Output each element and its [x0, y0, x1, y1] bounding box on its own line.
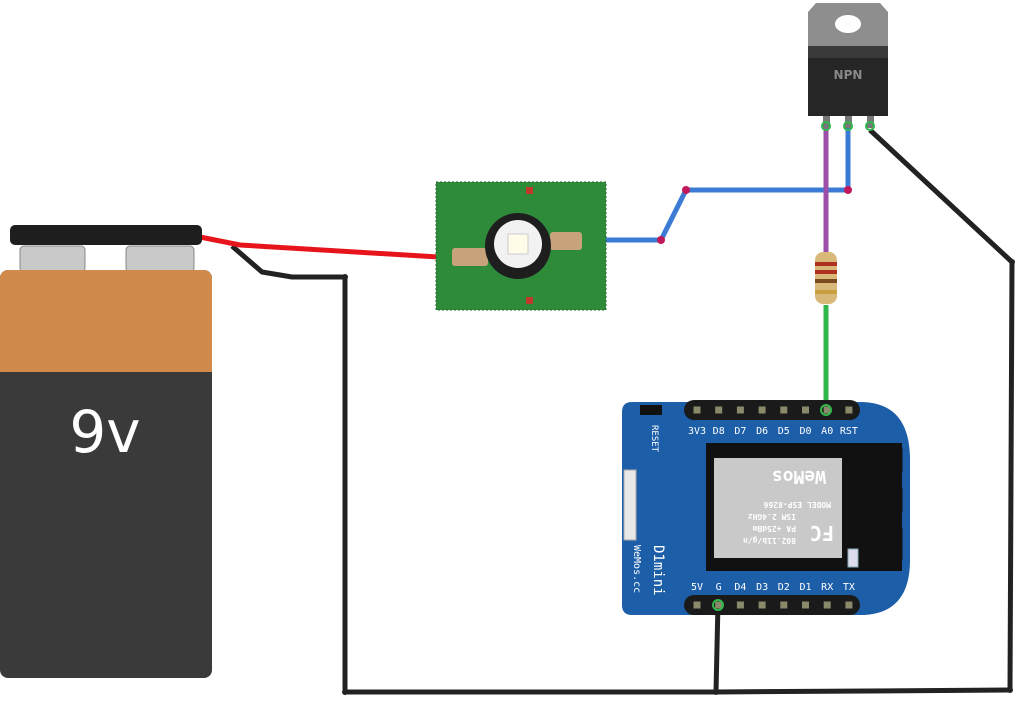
pin-d3: [758, 601, 766, 609]
pin-label: A0: [821, 426, 833, 437]
pin-label: G: [716, 582, 722, 593]
module-wifi: 802.11b/g/n: [743, 536, 796, 545]
pin-rx: [823, 601, 831, 609]
pin-d6: [758, 406, 766, 414]
pin-5v: [693, 601, 701, 609]
module-logo: WeMos: [772, 466, 826, 487]
pin-label: D2: [778, 582, 790, 593]
board-ground-wire: [713, 602, 1011, 695]
led-to-collector-wire: [580, 125, 851, 243]
pin-d8: [715, 406, 723, 414]
transistor-label: NPN: [834, 68, 863, 82]
pin-label: D4: [734, 582, 746, 593]
module-fcc: FC: [810, 521, 834, 545]
battery-negative-wire: [230, 244, 716, 695]
board-brand: WeMos.cc: [631, 545, 642, 593]
pin-d2: [780, 601, 788, 609]
pin-rst: [845, 406, 853, 414]
battery-9v: 9v: [0, 225, 212, 678]
pin-label: D3: [756, 582, 768, 593]
pin-label: D6: [756, 426, 768, 437]
wemos-d1-mini: 802.11b/g/n PA +25dBm ISM 2.4GHz MODEL E…: [622, 400, 910, 615]
module-pa: PA +25dBm: [752, 524, 796, 533]
battery-positive-wire: [199, 234, 456, 261]
npn-transistor: NPN: [808, 3, 888, 131]
board-name: D1mini: [650, 545, 666, 596]
ground-wires: [230, 128, 1015, 695]
power-led-module: [435, 181, 607, 311]
module-model: MODEL ESP-8266: [763, 500, 831, 509]
pin-3v3: [693, 406, 701, 414]
pin-a0: [823, 406, 831, 414]
pin-d7: [736, 406, 744, 414]
a0-connection: [820, 404, 832, 416]
pin-label: D5: [778, 426, 790, 437]
pin-d5: [780, 406, 788, 414]
battery-label: 9v: [69, 398, 140, 466]
pin-g: [715, 601, 723, 609]
pin-label: 5V: [691, 582, 703, 593]
pin-label: TX: [843, 582, 855, 593]
pin-tx: [845, 601, 853, 609]
pin-label: D0: [799, 426, 811, 437]
pin-label: D8: [713, 426, 725, 437]
pin-d1: [802, 601, 809, 609]
module-ism: ISM 2.4GHz: [748, 512, 796, 521]
pin-label: 3V3: [688, 426, 706, 437]
header-pins: 3V3 D8 D7 D6 D5 D0 A0 RST 5V G D4 D3 D2 D1 RX TX: [684, 400, 860, 615]
pin-d0: [802, 406, 809, 414]
pin-label: RX: [821, 582, 833, 593]
pin-label: D1: [799, 582, 811, 593]
pin-label: D7: [734, 426, 746, 437]
resistor: [815, 252, 837, 304]
g-connection: [712, 599, 724, 611]
reset-label: RESET: [649, 425, 659, 453]
wire-bends: [342, 186, 1015, 695]
pin-d4: [736, 601, 744, 609]
pin-label: RST: [840, 426, 858, 437]
